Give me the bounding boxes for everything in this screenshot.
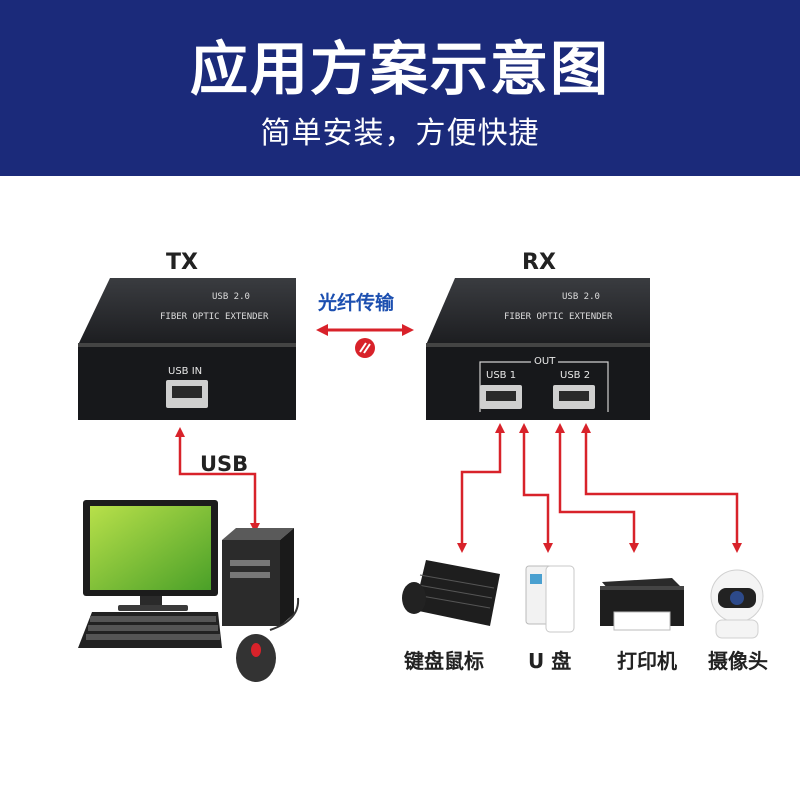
tx-device-name-text: FIBER OPTIC EXTENDER bbox=[160, 312, 269, 322]
arrow-keyboard bbox=[457, 423, 505, 553]
arrow-printer bbox=[555, 423, 639, 553]
tx-usb-arrow bbox=[175, 427, 260, 533]
camera-icon bbox=[710, 569, 764, 639]
page-subtitle: 简单安装，方便快捷 bbox=[260, 116, 540, 151]
computer-mouse-icon bbox=[236, 597, 300, 682]
header-banner: 应用方案示意图 简单安装，方便快捷 bbox=[0, 0, 800, 176]
tx-port-label: USB IN bbox=[168, 366, 203, 377]
printer-icon bbox=[600, 578, 684, 631]
computer-tower-icon bbox=[222, 528, 294, 626]
usb-connection-label: USB bbox=[200, 452, 249, 476]
caption-keyboard-mouse: 键盘鼠标 bbox=[404, 649, 484, 673]
tx-extender-device bbox=[78, 278, 296, 420]
caption-printer: 打印机 bbox=[617, 649, 677, 673]
keyboard-mouse-icon bbox=[402, 560, 500, 626]
page-title: 应用方案示意图 bbox=[189, 35, 610, 103]
tx-label: TX bbox=[166, 250, 198, 275]
rx-device-name-text: FIBER OPTIC EXTENDER bbox=[504, 312, 613, 322]
arrow-usb-drive bbox=[519, 423, 553, 553]
fiber-link-icon bbox=[355, 338, 375, 358]
rx-device-model-text: USB 2.0 bbox=[562, 292, 600, 302]
computer-keyboard-icon bbox=[78, 612, 222, 648]
caption-camera: 摄像头 bbox=[708, 649, 768, 673]
rx-port1-label: USB 1 bbox=[486, 370, 517, 381]
rx-out-label: OUT bbox=[531, 356, 559, 367]
fiber-transmission-label: 光纤传输 bbox=[318, 292, 395, 314]
computer-monitor-icon bbox=[83, 500, 218, 611]
rx-label: RX bbox=[522, 250, 556, 275]
tx-device-model-text: USB 2.0 bbox=[212, 292, 250, 302]
usb-drive-icon bbox=[525, 565, 575, 633]
rx-port2-label: USB 2 bbox=[560, 370, 591, 381]
rx-extender-device bbox=[426, 278, 650, 420]
arrow-camera bbox=[581, 423, 742, 553]
caption-usb-drive: U 盘 bbox=[528, 649, 572, 673]
